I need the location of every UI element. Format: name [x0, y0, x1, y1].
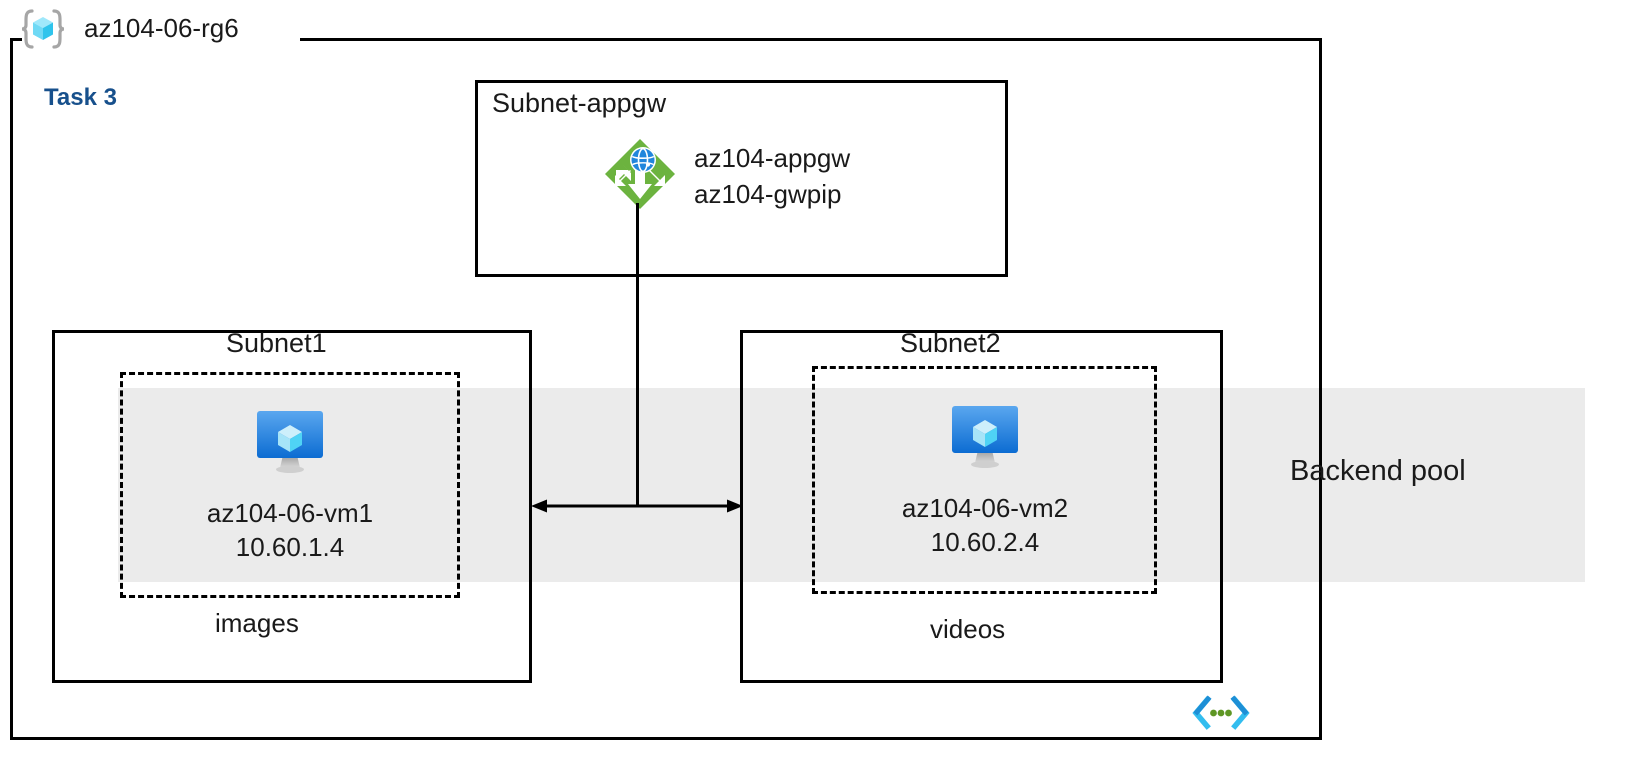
virtual-network-icon: [1192, 694, 1250, 732]
resource-group-title-mask: [22, 20, 300, 56]
task-label: Task 3: [44, 84, 117, 111]
appgw-connector-line: [636, 203, 639, 506]
virtual-machine-icon: [250, 405, 330, 486]
vm2-node: az104-06-vm2 10.60.2.4: [825, 400, 1145, 559]
vm1-icon-wrap: [130, 405, 450, 486]
subnet-link-arrow: [531, 496, 743, 516]
subnet1-box: [52, 330, 532, 683]
vm1-ip: 10.60.1.4: [235, 532, 345, 562]
resource-group-icon: [20, 8, 66, 50]
subnet1-vm-group: [120, 372, 460, 598]
backend-pool-label: Backend pool: [1290, 455, 1466, 487]
subnet1-tier-label: images: [215, 608, 299, 638]
application-gateway-labels: az104-appgw az104-gwpip: [694, 140, 850, 212]
vm1-name: az104-06-vm1: [206, 498, 374, 528]
subnet2-vm-group: [812, 366, 1157, 594]
subnet-appgw-box: [475, 80, 1008, 277]
subnet2-title: Subnet2: [900, 328, 1001, 358]
vm2-ip: 10.60.2.4: [930, 527, 1040, 557]
vm2-icon-wrap: [825, 400, 1145, 481]
appgw-name-label: az104-appgw: [694, 143, 851, 173]
subnet-appgw-title: Subnet-appgw: [492, 88, 667, 118]
vm1-node: az104-06-vm1 10.60.1.4: [130, 405, 450, 564]
subnet2-tier-label: videos: [930, 614, 1006, 644]
application-gateway-node: az104-appgw az104-gwpip: [602, 136, 850, 217]
resource-group-title: az104-06-rg6: [84, 13, 239, 43]
application-gateway-icon: [602, 136, 678, 217]
backend-pool-band: [118, 388, 1585, 582]
vm2-name: az104-06-vm2: [901, 493, 1069, 523]
virtual-machine-icon: [945, 400, 1025, 481]
resource-group-boundary: [10, 38, 1322, 740]
subnet1-title: Subnet1: [226, 328, 327, 358]
appgw-pip-label: az104-gwpip: [694, 179, 842, 209]
